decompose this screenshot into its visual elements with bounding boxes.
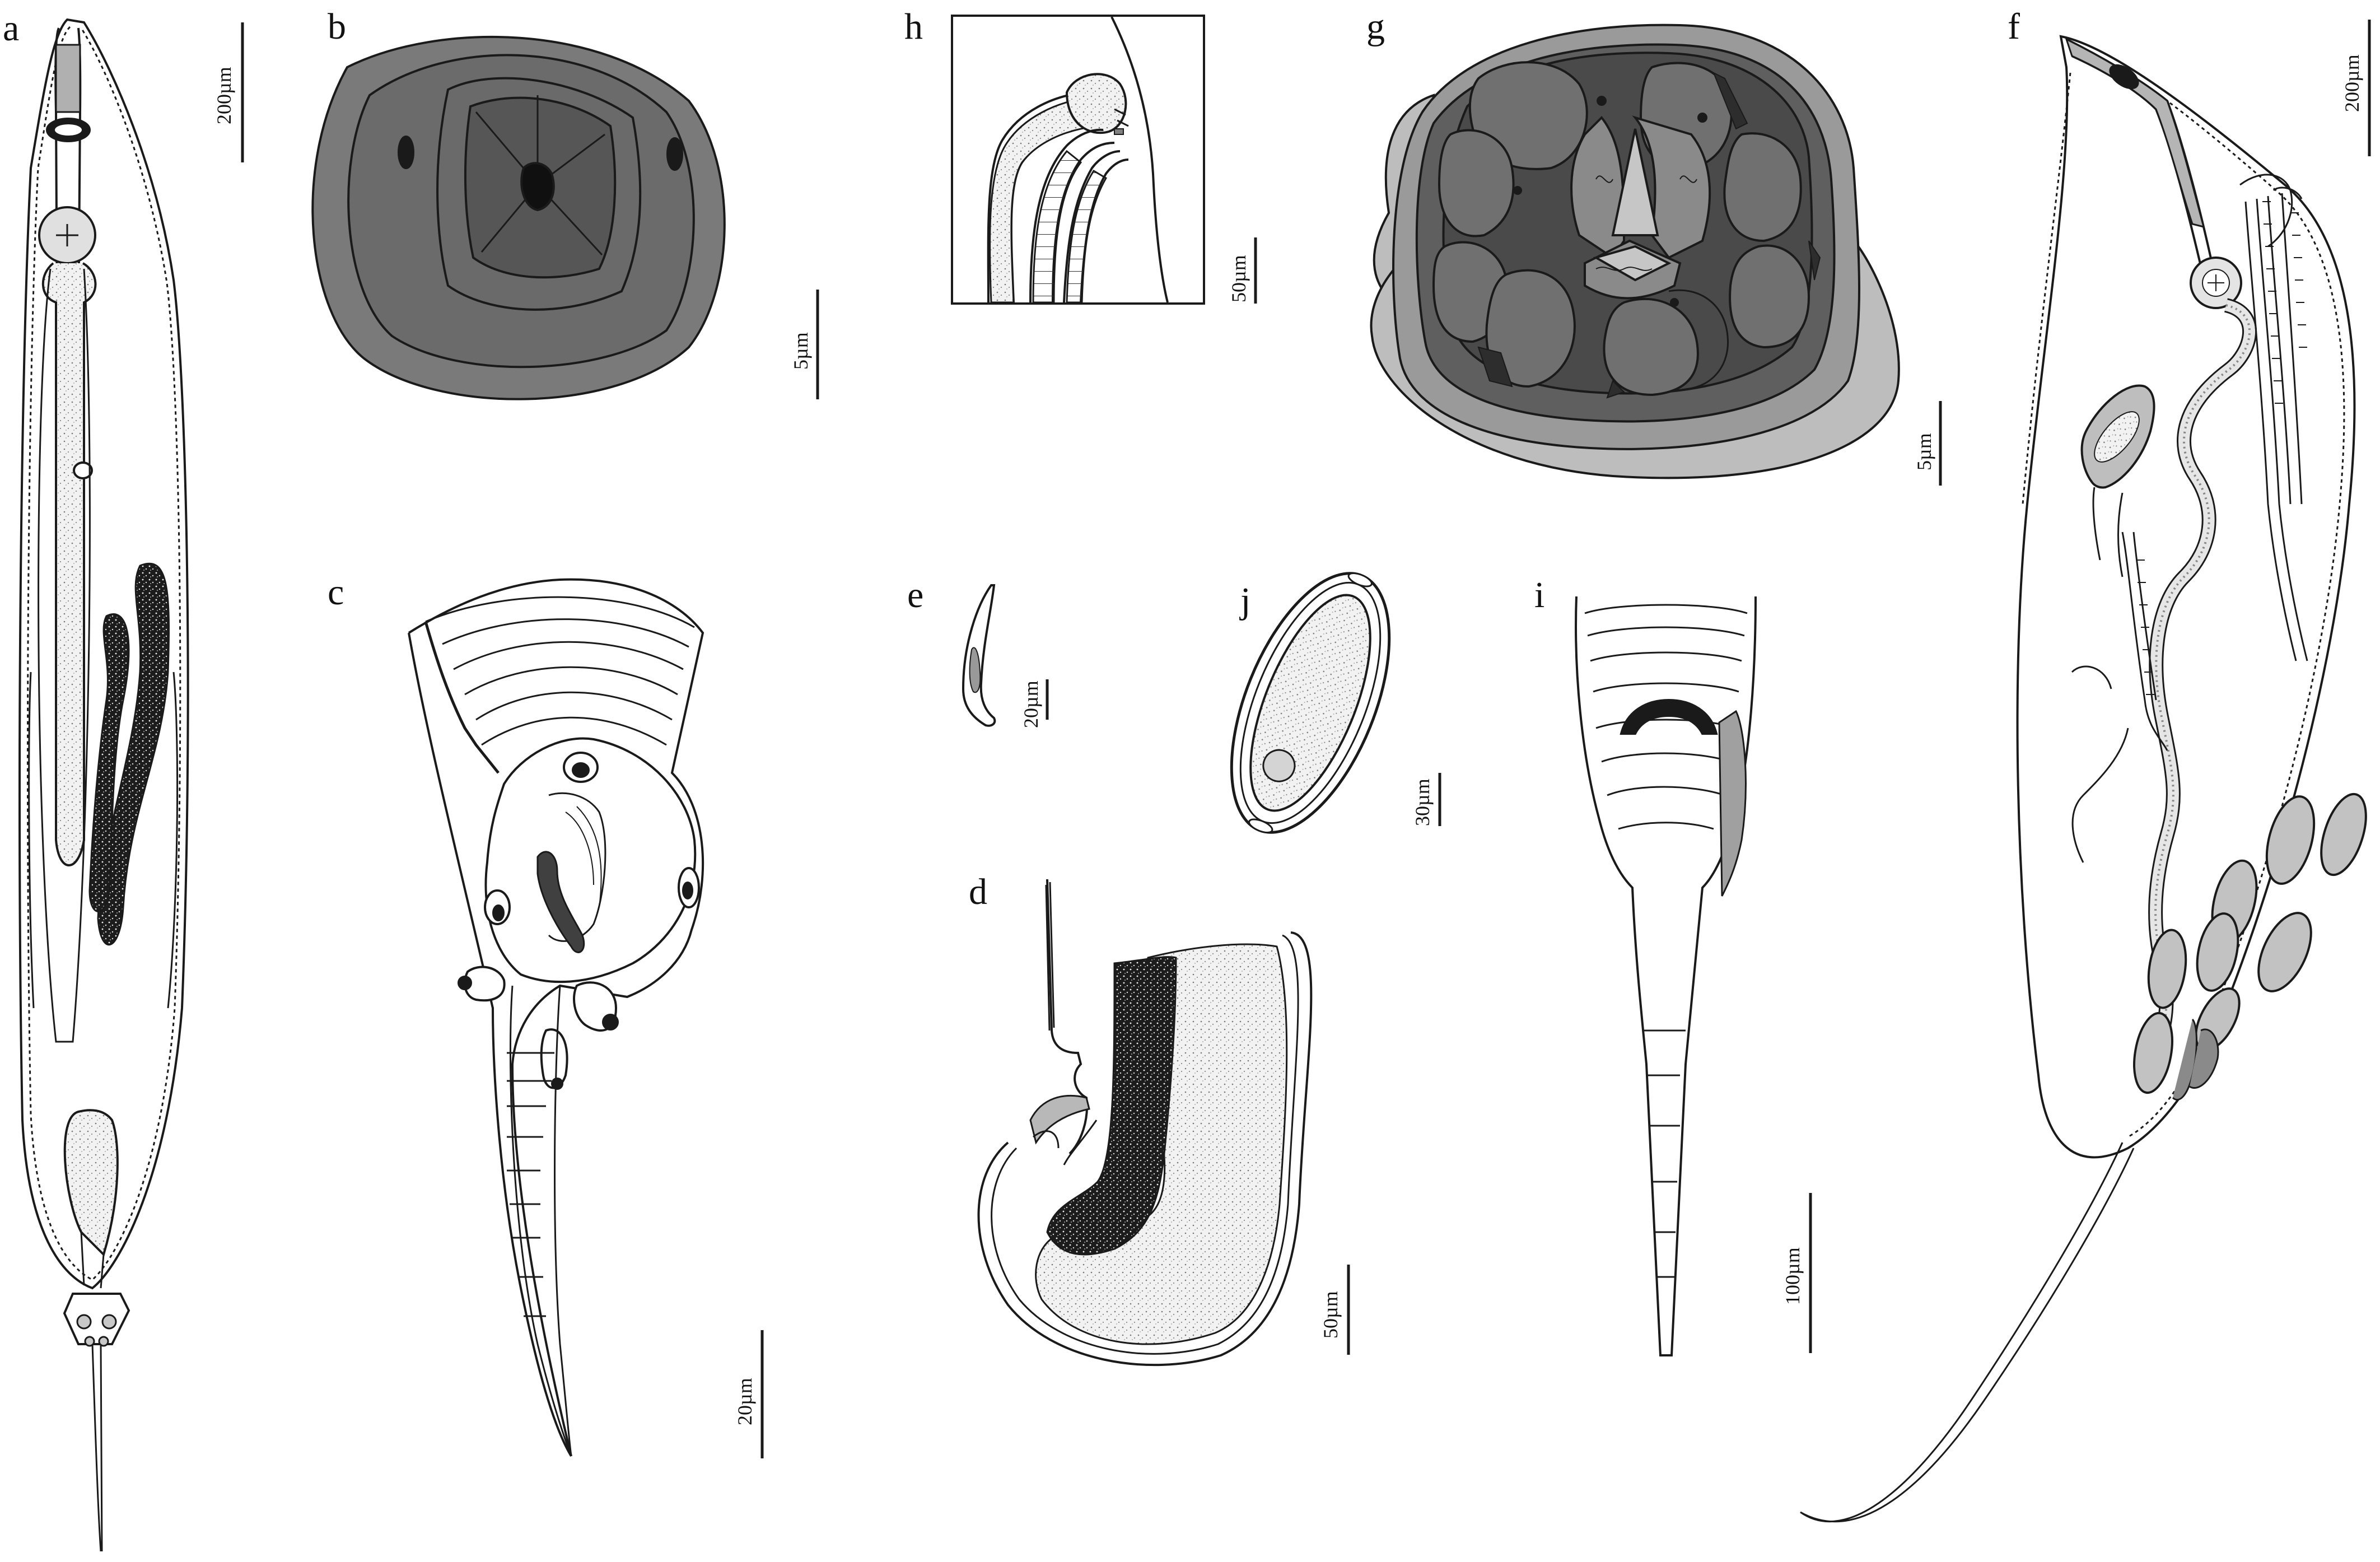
panel-i-label: i — [1534, 575, 1545, 616]
panel-h-scale-label: 50µm — [1228, 255, 1250, 302]
panel-e-drawing — [962, 584, 996, 727]
panel-c-drawing — [408, 578, 704, 1457]
panel-c-label: c — [328, 572, 344, 613]
panel-d-label: d — [969, 871, 987, 912]
panel-j-label: j — [1240, 580, 1251, 621]
panel-a-drawing — [18, 18, 189, 1552]
panel-b-scale-label: 5µm — [790, 332, 812, 370]
panel-f-drawing — [1800, 35, 2367, 1523]
panel-i-drawing — [1575, 596, 1757, 1356]
panel-j-drawing — [1230, 572, 1391, 834]
panel-j-scale-label: 30µm — [1411, 778, 1434, 826]
panel-e-label: e — [907, 575, 924, 616]
panel-i-scale-label: 100µm — [1781, 1247, 1804, 1305]
panel-f-label: f — [2008, 6, 2020, 47]
panel-b-label: b — [328, 6, 346, 47]
panel-h-drawing — [951, 15, 1205, 305]
panel-g-scale-label: 5µm — [1913, 433, 1935, 470]
panel-e-scale-label: 20µm — [1020, 680, 1042, 728]
panel-c-scale-label: 20µm — [734, 1378, 756, 1425]
panel-f-scale-label: 200µm — [2341, 54, 2363, 112]
panel-b-drawing — [311, 36, 726, 400]
panel-h-label: h — [904, 6, 923, 47]
panel-d-scale-label: 50µm — [1319, 1291, 1342, 1339]
panel-g-drawing — [1370, 24, 1900, 479]
panel-a-label: a — [3, 8, 20, 49]
panel-a-scale-label: 200µm — [213, 67, 235, 124]
panel-d-drawing — [977, 879, 1313, 1367]
panel-g-label: g — [1366, 6, 1385, 47]
